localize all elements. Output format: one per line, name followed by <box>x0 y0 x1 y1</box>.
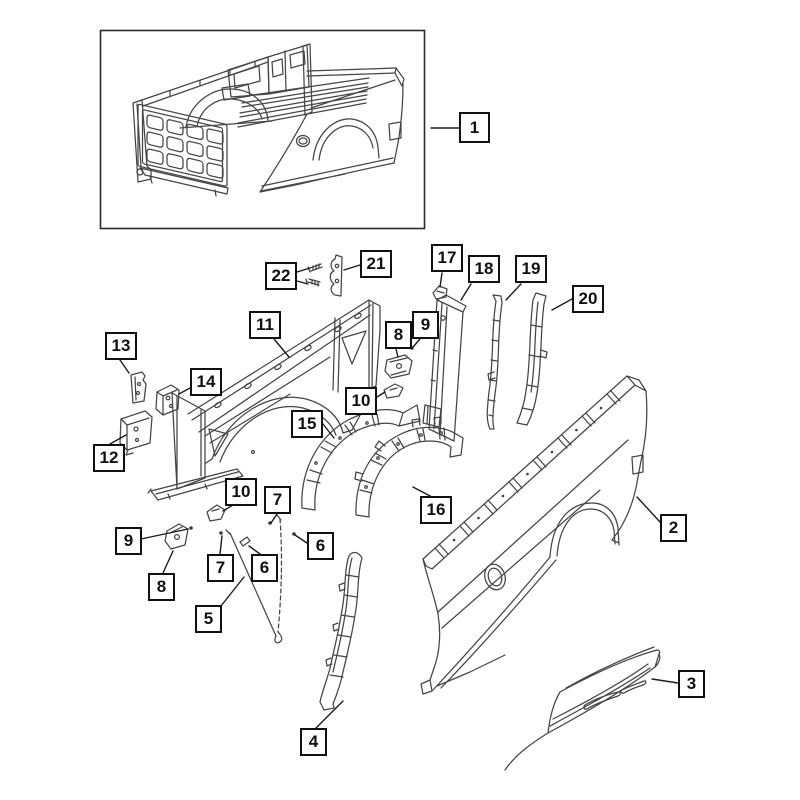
part-20-drawing <box>516 292 548 426</box>
callout-3[interactable]: 3 <box>678 670 705 698</box>
part-8-upper-drawing <box>384 354 413 379</box>
part-3-drawing <box>504 646 661 771</box>
callout-4[interactable]: 4 <box>300 728 327 756</box>
part-13-drawing <box>130 371 147 404</box>
part-21-drawing <box>329 254 343 297</box>
callout-9b[interactable]: 9 <box>115 527 142 555</box>
callout-10a[interactable]: 10 <box>345 387 377 415</box>
callout-6a[interactable]: 6 <box>251 554 278 582</box>
part-15-drawing <box>301 404 421 511</box>
callout-5[interactable]: 5 <box>195 605 222 633</box>
part-19-drawing <box>486 294 503 430</box>
callout-7b[interactable]: 7 <box>207 554 234 582</box>
callout-8a[interactable]: 8 <box>385 321 412 349</box>
part-16-drawing <box>354 416 464 518</box>
part-14-drawing <box>155 384 180 416</box>
callout-12[interactable]: 12 <box>93 444 125 472</box>
callout-16[interactable]: 16 <box>420 496 452 524</box>
callout-9a[interactable]: 9 <box>412 311 439 339</box>
part-4-drawing <box>319 551 363 711</box>
part-5-drawing <box>225 514 283 644</box>
callout-21[interactable]: 21 <box>360 250 392 278</box>
callout-15[interactable]: 15 <box>291 410 323 438</box>
callout-10b[interactable]: 10 <box>225 478 257 506</box>
leader-lines <box>109 127 679 729</box>
part-2-drawing <box>420 375 648 695</box>
part-10-lower-drawing <box>206 504 226 522</box>
callout-14[interactable]: 14 <box>190 368 222 396</box>
part-10-upper-drawing <box>383 383 404 399</box>
callout-6b[interactable]: 6 <box>307 532 334 560</box>
callout-18[interactable]: 18 <box>468 255 500 283</box>
part-17-drawing <box>432 285 448 300</box>
callout-17[interactable]: 17 <box>431 244 463 272</box>
callout-19[interactable]: 19 <box>515 255 547 283</box>
callout-1[interactable]: 1 <box>459 112 490 143</box>
part-22-drawing <box>305 263 323 287</box>
callout-20[interactable]: 20 <box>572 285 604 313</box>
callout-13[interactable]: 13 <box>105 332 137 360</box>
callout-11[interactable]: 11 <box>249 311 281 339</box>
callout-2[interactable]: 2 <box>660 514 687 542</box>
part-1-drawing <box>99 29 426 230</box>
part-8-lower-drawing <box>164 523 189 550</box>
callout-7a[interactable]: 7 <box>264 486 291 514</box>
part-6-clip-drawing <box>239 536 251 547</box>
callout-8b[interactable]: 8 <box>148 573 175 601</box>
callout-22[interactable]: 22 <box>265 262 297 290</box>
part-11-drawing <box>147 299 381 501</box>
part-12-drawing <box>119 410 153 456</box>
